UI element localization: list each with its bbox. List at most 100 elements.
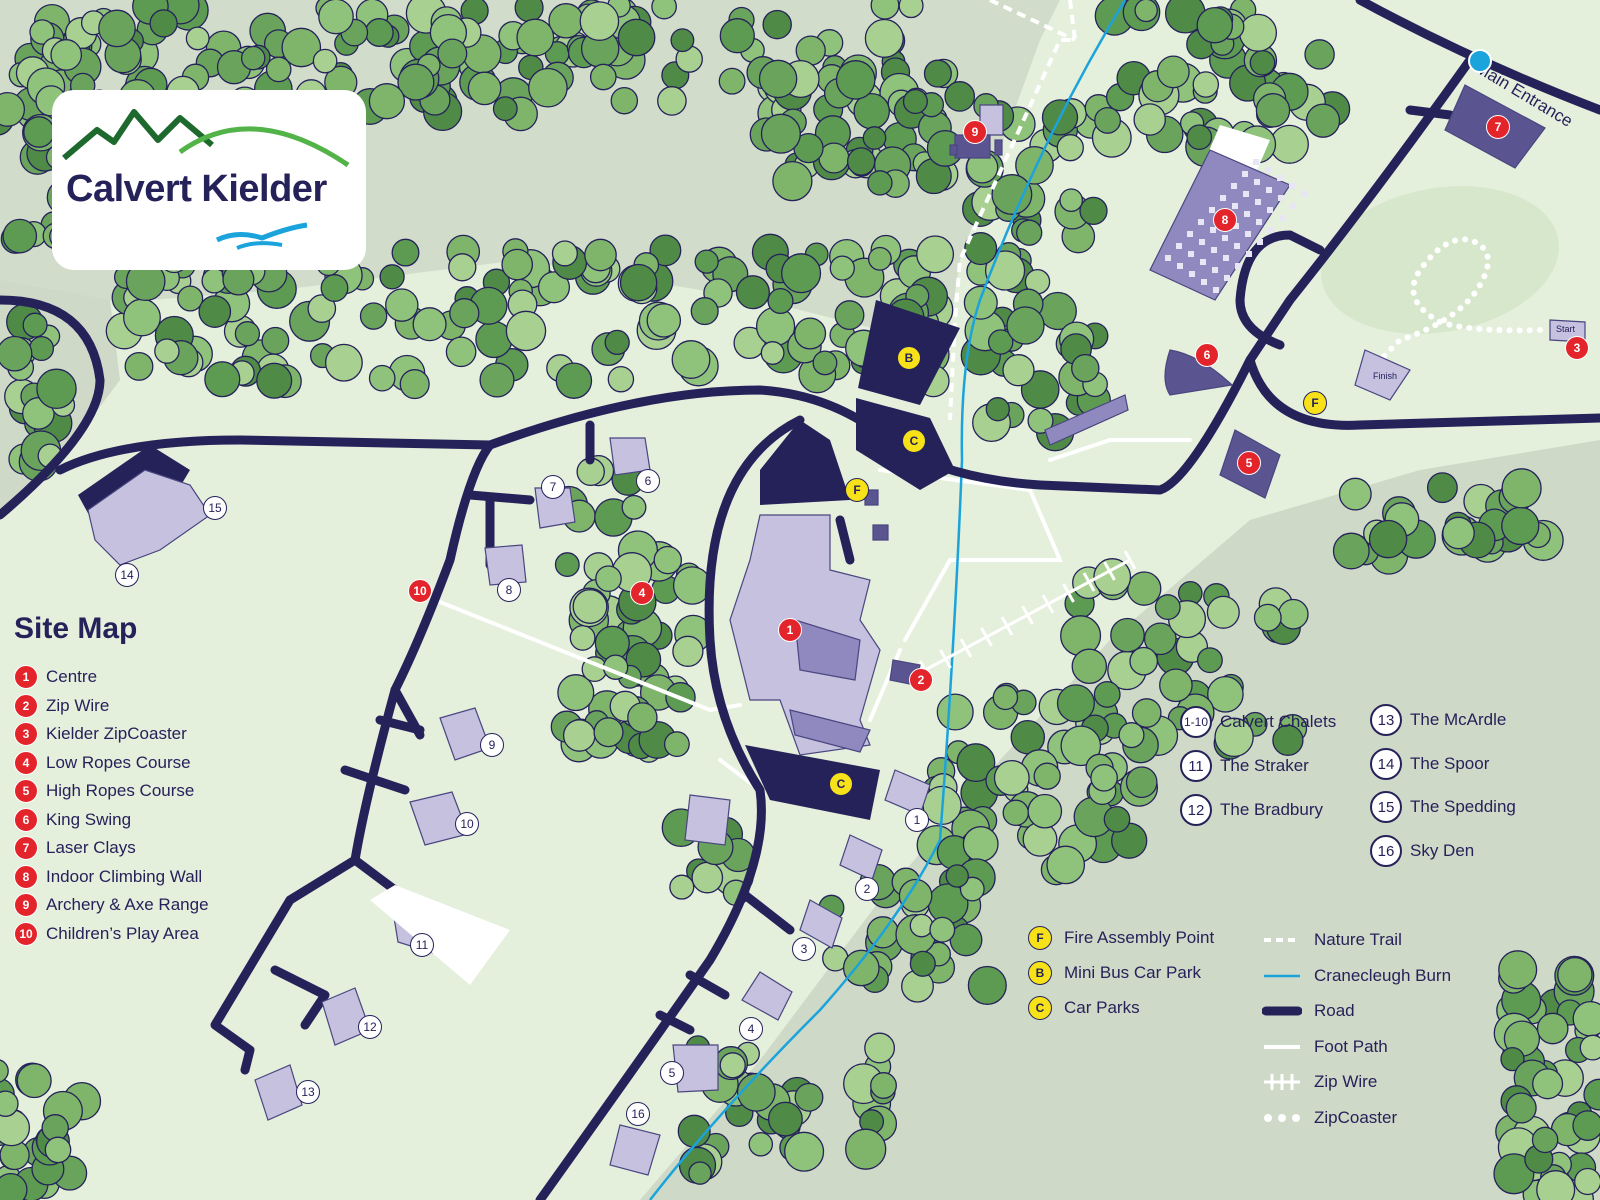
legend-badge: 8: [14, 864, 38, 889]
tree-icon: [1253, 603, 1282, 632]
main-entrance-pin-icon[interactable]: [1468, 49, 1492, 73]
map-marker-chalet[interactable]: 8: [497, 578, 521, 602]
map-marker-low-ropes[interactable]: 4: [630, 581, 654, 605]
map-marker-chalet[interactable]: 5: [660, 1061, 684, 1085]
map-marker-zip-wire[interactable]: 2: [909, 668, 933, 692]
map-marker-chalet[interactable]: 7: [541, 475, 565, 499]
map-marker-fire-assembly[interactable]: F: [845, 478, 869, 502]
legend-badge: F: [1028, 926, 1052, 950]
foot-path-line-icon: [1264, 1044, 1300, 1049]
tree-icon: [149, 9, 178, 38]
map-marker-chalet[interactable]: 1: [905, 808, 929, 832]
tree-icon: [1134, 0, 1158, 23]
tree-icon: [781, 253, 822, 294]
map-marker-minibus-park[interactable]: B: [897, 346, 921, 370]
legend-item-line: Cranecleugh Burn: [1262, 964, 1451, 988]
tree-icon: [185, 26, 210, 51]
map-marker-chalet[interactable]: 14: [115, 563, 139, 587]
tree-icon: [22, 312, 48, 338]
map-marker-chalet[interactable]: 9: [480, 733, 504, 757]
legend-badge: 1: [14, 665, 38, 689]
tree-icon: [1002, 799, 1030, 827]
tree-icon: [36, 368, 77, 410]
map-marker-chalet[interactable]: 16: [626, 1102, 650, 1126]
tree-icon: [320, 274, 349, 302]
map-marker-laser-clays[interactable]: 7: [1486, 115, 1510, 139]
tree-icon: [963, 285, 998, 320]
map-marker-chalet[interactable]: 11: [410, 933, 434, 957]
zipcoaster-track: [1377, 236, 1543, 363]
map-marker-chalet[interactable]: 13: [296, 1080, 320, 1104]
tree-icon: [0, 1059, 9, 1083]
map-marker-chalet[interactable]: 2: [855, 877, 879, 901]
map-marker-archery[interactable]: 9: [963, 120, 987, 144]
map-marker-high-ropes[interactable]: 5: [1237, 451, 1261, 475]
tree-icon: [610, 86, 639, 115]
map-marker-chalet[interactable]: 10: [455, 812, 479, 836]
tree-icon: [794, 1082, 824, 1112]
tree-icon: [555, 362, 593, 399]
tree-icon: [1090, 763, 1118, 792]
tree-icon: [657, 86, 687, 116]
tree-icon: [1103, 805, 1131, 833]
tree-icon: [1332, 532, 1370, 570]
map-marker-chalet[interactable]: 3: [792, 937, 816, 961]
map-marker-fire-assembly[interactable]: F: [1303, 391, 1327, 415]
tree-icon: [964, 232, 998, 266]
tree-icon: [867, 246, 892, 271]
tree-icon: [240, 45, 266, 71]
map-marker-king-swing[interactable]: 6: [1195, 343, 1219, 367]
tree-icon: [1536, 1170, 1576, 1200]
legend-badge: 11: [1180, 750, 1212, 782]
map-marker-chalet[interactable]: 12: [358, 1015, 382, 1039]
legend-badge: 14: [1370, 748, 1402, 780]
tree-icon: [653, 545, 683, 575]
map-marker-play-area[interactable]: 10: [408, 579, 432, 603]
legend-badge: B: [1028, 961, 1052, 985]
map-marker-chalet[interactable]: 15: [203, 496, 227, 520]
tree-icon: [1238, 13, 1278, 52]
tree-icon: [198, 295, 232, 328]
tree-icon: [748, 1132, 774, 1157]
legend-item-line: Road: [1262, 999, 1355, 1023]
tree-icon: [929, 916, 956, 943]
tree-icon: [992, 684, 1019, 711]
tree-icon: [44, 1136, 72, 1164]
tree-icon: [537, 271, 571, 304]
map-marker-car-park-south[interactable]: C: [829, 772, 853, 796]
legend-label: Sky Den: [1410, 841, 1475, 860]
tree-icon: [234, 321, 261, 347]
tree-icon: [1129, 646, 1159, 676]
zipcoaster-finish-label: Finish: [1373, 371, 1398, 381]
tree-icon: [2, 218, 38, 254]
map-marker-climbing-wall[interactable]: 8: [1213, 208, 1237, 232]
tree-icon: [1206, 595, 1240, 629]
tree-icon: [1131, 698, 1162, 728]
map-marker-chalet[interactable]: 6: [636, 469, 660, 493]
tree-icon: [16, 1063, 52, 1099]
map-marker-centre[interactable]: 1: [778, 618, 802, 642]
tree-icon: [557, 674, 595, 712]
tree-icon: [312, 48, 338, 74]
tree-icon: [204, 361, 241, 398]
tree-icon: [1493, 1153, 1535, 1195]
tree-icon: [1272, 724, 1304, 756]
tree-icon: [1060, 725, 1102, 767]
tree-icon: [1033, 762, 1061, 790]
tree-icon: [0, 1172, 28, 1200]
tree-icon: [256, 362, 293, 399]
tree-icon: [1536, 1012, 1569, 1045]
tree-icon: [1186, 124, 1213, 151]
tree-icon: [627, 702, 658, 733]
map-marker-car-park-north[interactable]: C: [902, 429, 926, 453]
map-marker-chalet[interactable]: 4: [739, 1017, 763, 1041]
logo-card: [52, 90, 366, 270]
tree-icon: [829, 255, 855, 281]
tree-icon: [835, 60, 876, 100]
tree-icon: [846, 147, 876, 176]
map-marker-zipcoaster[interactable]: 3: [1565, 336, 1589, 360]
tree-icon: [1305, 103, 1341, 138]
